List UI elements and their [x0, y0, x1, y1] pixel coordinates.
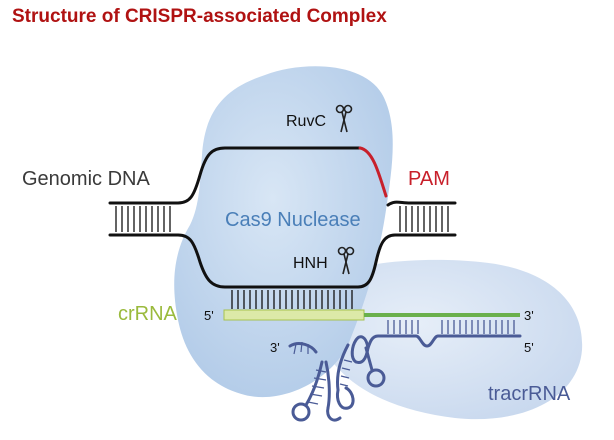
diagram-title: Structure of CRISPR-associated Complex	[12, 6, 387, 27]
dna-base-pairs-right	[399, 206, 449, 232]
crrna-label: crRNA	[118, 303, 178, 325]
crrna-dna-pairing	[231, 290, 353, 309]
tracr-3prime-label: 3'	[270, 340, 280, 355]
genomic-dna-label: Genomic DNA	[22, 168, 150, 190]
dna-top-strand	[108, 146, 362, 205]
ruvc-label: RuvC	[286, 113, 326, 130]
hnh-scissors-icon	[337, 246, 355, 275]
tracrrna-label: tracrRNA	[488, 383, 571, 405]
hnh-label: HNH	[293, 255, 328, 272]
crrna-5prime-label: 5'	[204, 308, 214, 323]
tracrrna-blob	[306, 259, 583, 420]
dna-base-pairs-left	[115, 206, 171, 232]
tracrrna-strand	[288, 334, 522, 422]
dna-top-strand-right	[386, 200, 457, 207]
genomic-dna	[108, 146, 457, 289]
tracr-5prime-label: 5'	[524, 340, 534, 355]
ruvc-scissors-icon	[335, 104, 353, 133]
crrna-3prime-label: 3'	[524, 308, 534, 323]
cas9-label: Cas9 Nuclease	[225, 209, 361, 231]
pam-label: PAM	[408, 168, 450, 190]
tracrrna-stem-ticks	[293, 341, 353, 405]
dna-bottom-strand	[108, 233, 457, 289]
crrna-tracrrna-pairing	[387, 320, 515, 334]
crrna-guide-segment	[223, 309, 365, 321]
pam-segment	[358, 146, 388, 198]
